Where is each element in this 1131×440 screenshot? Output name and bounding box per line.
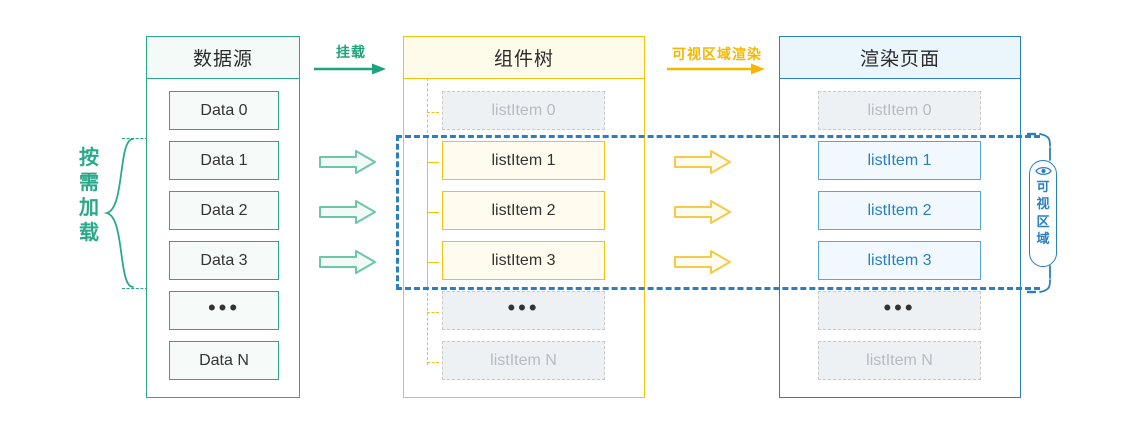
render-row-n[interactable]: listItem N [818, 341, 981, 380]
arrow-tree-to-render-1 [673, 148, 733, 176]
render-row-2[interactable]: listItem 2 [818, 191, 981, 230]
on-demand-char-2: 需 [79, 172, 99, 194]
tree-row-2[interactable]: listItem 2 [442, 191, 605, 230]
brace-dash-bottom [122, 288, 148, 289]
tree-row-1[interactable]: listItem 1 [442, 141, 605, 180]
tree-row-0[interactable]: listItem 0 [442, 91, 605, 130]
viewport-char-3: 区 [1036, 213, 1050, 229]
ellipsis-glyph: ••• [883, 294, 916, 320]
arrow-tree-to-render-3 [673, 248, 733, 276]
tree-branch-n [427, 362, 439, 363]
data-row-2[interactable]: Data 2 [169, 191, 279, 230]
data-row-0[interactable]: Data 0 [169, 91, 279, 130]
arrow-tree-to-render-2 [673, 198, 733, 226]
on-demand-char-4: 载 [79, 222, 99, 244]
panel-data-source-body: Data 0 Data 1 Data 2 Data 3 ••• Data N [147, 79, 299, 397]
data-row-3[interactable]: Data 3 [169, 241, 279, 280]
viewport-char-2: 视 [1036, 196, 1050, 212]
data-row-1[interactable]: Data 1 [169, 141, 279, 180]
tree-branch-1 [427, 162, 439, 163]
panel-component-tree-title: 组件树 [404, 37, 644, 79]
panel-data-source: 数据源 Data 0 Data 1 Data 2 Data 3 ••• Data… [146, 36, 300, 398]
flow-viewport-render-label: 可视区域渲染 [672, 46, 762, 62]
flow-mount: 挂载 [312, 42, 390, 76]
arrow-data-to-tree-2 [318, 198, 378, 226]
render-row-3[interactable]: listItem 3 [818, 241, 981, 280]
flow-viewport-render-arrow-icon [665, 62, 769, 76]
curly-brace-icon [104, 138, 134, 288]
on-demand-load-label: 按 需 加 载 [76, 146, 102, 246]
panel-data-source-title: 数据源 [147, 37, 299, 79]
flow-mount-arrow-icon [312, 62, 390, 76]
flow-mount-label: 挂载 [336, 44, 366, 60]
ellipsis-glyph: ••• [207, 294, 241, 320]
tree-spine-solid [427, 138, 428, 288]
flow-viewport-render: 可视区域渲染 [665, 44, 769, 76]
tree-row-ellipsis: ••• [442, 291, 605, 330]
tree-branch-2 [427, 212, 439, 213]
on-demand-char-3: 加 [79, 197, 99, 219]
viewport-char-1: 可 [1036, 179, 1050, 194]
tree-row-n[interactable]: listItem N [442, 341, 605, 380]
tree-branch-ellipsis [427, 312, 439, 313]
render-row-0[interactable]: listItem 0 [818, 91, 981, 130]
tree-spine-dashed-bottom [427, 288, 428, 365]
viewport-area-badge: 可 视 区 域 [1029, 160, 1057, 267]
arrow-data-to-tree-1 [318, 148, 378, 176]
panel-render-page: 渲染页面 listItem 0 listItem 1 listItem 2 li… [779, 36, 1021, 398]
data-row-ellipsis: ••• [169, 291, 279, 330]
viewport-band-left-edge [396, 135, 399, 290]
panel-render-page-title: 渲染页面 [780, 37, 1020, 79]
tree-branch-3 [427, 262, 439, 263]
eye-icon [1034, 166, 1052, 176]
tree-branch-0 [427, 112, 439, 113]
brace-dash-top [122, 138, 148, 139]
tree-row-3[interactable]: listItem 3 [442, 241, 605, 280]
tree-spine-dashed-top [427, 78, 428, 138]
viewport-brace-icon [1027, 132, 1051, 294]
panel-component-tree: 组件树 listItem 0 listItem 1 listItem 2 lis… [403, 36, 645, 398]
data-row-n[interactable]: Data N [169, 341, 279, 380]
render-row-ellipsis: ••• [818, 291, 981, 330]
viewport-char-4: 域 [1036, 230, 1050, 246]
on-demand-char-1: 按 [79, 147, 99, 169]
panel-component-tree-body: listItem 0 listItem 1 listItem 2 listIte… [404, 79, 644, 397]
ellipsis-glyph: ••• [507, 294, 540, 320]
render-row-1[interactable]: listItem 1 [818, 141, 981, 180]
panel-render-page-body: listItem 0 listItem 1 listItem 2 listIte… [780, 79, 1020, 397]
arrow-data-to-tree-3 [318, 248, 378, 276]
